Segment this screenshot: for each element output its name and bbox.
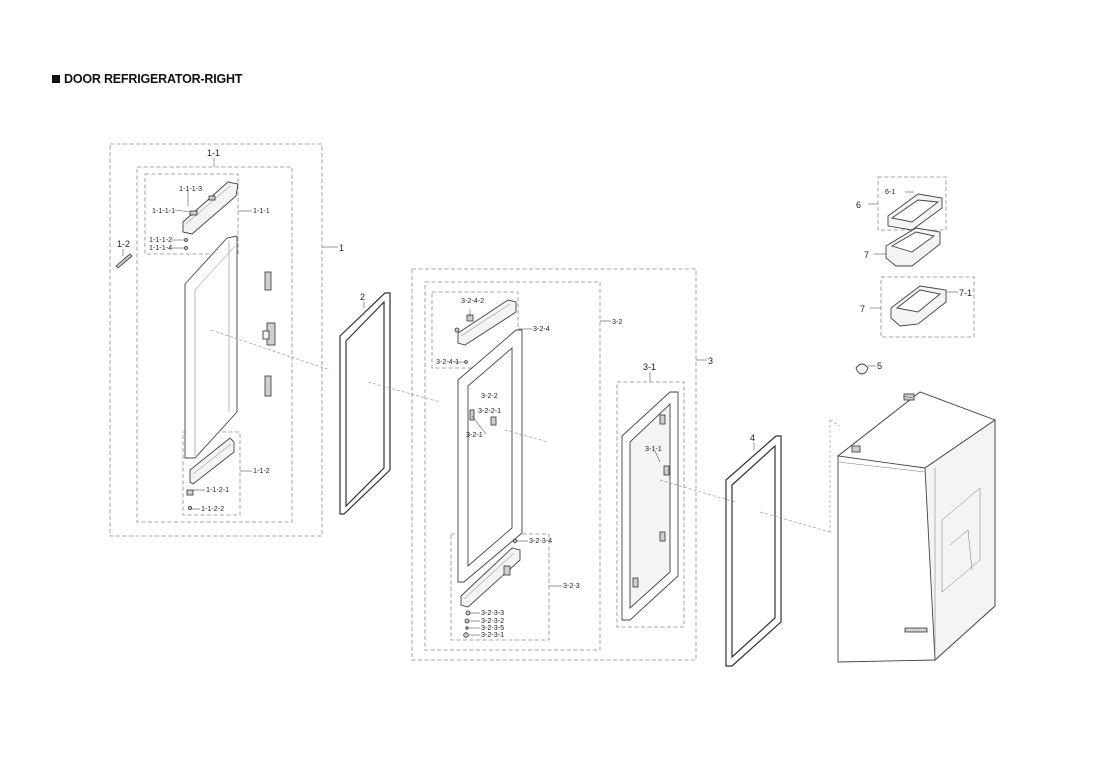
- group-7-lower: 7-1 7: [860, 276, 975, 338]
- label-3-2-3: 3-2-3: [563, 581, 580, 590]
- label-3-2-3-3: 3-2-3-3: [481, 608, 504, 617]
- label-3-2-4-2: 3-2-4-2: [461, 296, 484, 305]
- part-2-gasket: 2: [339, 292, 441, 515]
- group-3-2-box: [424, 281, 601, 651]
- page-title: DOOR REFRIGERATOR-RIGHT: [52, 72, 242, 86]
- part-7-bin-upper: 7: [864, 227, 941, 267]
- group-3-1-box: [616, 381, 685, 628]
- part-3-2-3-2: [464, 618, 470, 624]
- label-3-2-4: 3-2-4: [533, 324, 550, 333]
- label-1-1-1-4: 1-1-1-4: [149, 243, 172, 252]
- label-1-1-2: 1-1-2: [253, 466, 270, 475]
- group-1: 1 1-1 1-1-1 1-1-1-1 1-1-1-2 1-1-1-3 1-1-…: [109, 143, 344, 537]
- label-7-upper: 7: [864, 250, 869, 260]
- top-cap-part: [182, 181, 239, 235]
- group-6-box: [877, 176, 947, 231]
- label-3-2-3-2: 3-2-3-2: [481, 616, 504, 625]
- label-3-2-1: 3-2-1: [466, 430, 483, 439]
- label-3-2-3-4: 3-2-3-4: [529, 536, 552, 545]
- door-outer-panel: [184, 235, 238, 459]
- label-1-1-1: 1-1-1: [253, 206, 270, 215]
- label-3-2-4-1: 3-2-4-1: [436, 357, 459, 366]
- refrigerator-body: [829, 391, 996, 663]
- screw-3-2-4-1: [464, 360, 468, 364]
- bottom-cap-part: [189, 437, 235, 485]
- label-7-1: 7-1: [959, 288, 972, 298]
- part-1-2: [115, 253, 133, 269]
- part-3-2-3-bracket: [460, 547, 521, 608]
- part-3-2-3-1: [463, 632, 469, 638]
- label-4: 4: [750, 433, 755, 443]
- label-1-2: 1-2: [117, 239, 130, 249]
- label-2: 2: [360, 292, 365, 302]
- label-3-2-2-1: 3-2-2-1: [478, 406, 501, 415]
- title-square-icon: [52, 75, 60, 83]
- part-4-gasket: 4: [725, 433, 831, 667]
- bracket-lower: [264, 375, 272, 397]
- label-7-lower: 7: [860, 304, 865, 314]
- group-1-box: [109, 143, 323, 537]
- label-3-1: 3-1: [643, 362, 656, 372]
- bracket-middle-tab: [262, 330, 270, 340]
- part-3-1-liner: [621, 391, 679, 621]
- screw-1-1-2-2: [187, 505, 192, 510]
- label-1-1-1-3: 1-1-1-3: [179, 184, 202, 193]
- group-6: 6 6-1: [856, 176, 947, 231]
- label-1-1-2-1: 1-1-2-1: [206, 485, 229, 494]
- part-5-clip: 5: [855, 361, 882, 375]
- label-3-2-3-5: 3-2-3-5: [481, 623, 504, 632]
- group-7-1-box: [880, 276, 975, 338]
- label-5: 5: [877, 361, 882, 371]
- group-3: 3 3-1 3-1-1 3-2 3-2-1 3-2-2 3-2-2-1 3-2-…: [411, 268, 736, 661]
- label-3-2: 3-2: [612, 317, 622, 326]
- bracket-upper: [264, 271, 272, 291]
- group-3-box: [411, 268, 697, 661]
- label-3-2-2: 3-2-2: [481, 391, 498, 400]
- part-3-2-frame: [457, 329, 523, 583]
- part-3-2-3-5: [465, 626, 469, 630]
- group-1-1-1-box: [144, 173, 239, 255]
- part-1-1-2-1: [186, 489, 194, 496]
- label-6-1: 6-1: [885, 187, 895, 196]
- part-3-2-3-3: [465, 610, 471, 616]
- page-title-text: DOOR REFRIGERATOR-RIGHT: [64, 72, 243, 86]
- label-6: 6: [856, 200, 861, 210]
- label-3: 3: [708, 356, 713, 366]
- group-1-1-box: [136, 166, 293, 523]
- label-3-2-3-1: 3-2-3-1: [481, 630, 504, 639]
- label-1-1: 1-1: [207, 148, 220, 158]
- label-1-1-2-2: 1-1-2-2: [201, 504, 224, 513]
- label-3-1-1: 3-1-1: [645, 444, 662, 453]
- label-1-1-1-2: 1-1-1-2: [149, 235, 172, 244]
- label-1-1-1-1: 1-1-1-1: [152, 206, 175, 215]
- label-1: 1: [339, 243, 344, 253]
